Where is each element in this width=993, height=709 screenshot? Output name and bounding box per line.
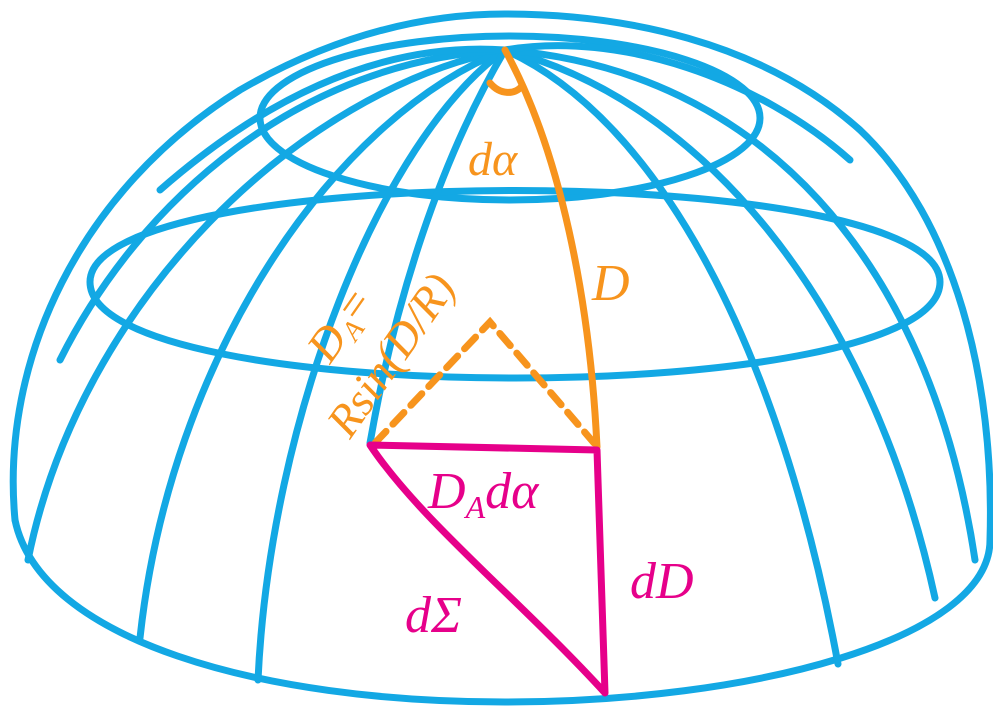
area-element-outline (366, 441, 609, 697)
meridian-9 (156, 45, 509, 194)
latitude-lines (9, 10, 993, 706)
meridian-8 (56, 46, 509, 364)
meridian-2 (136, 46, 509, 642)
labels: dα D Rsin(D/R) DA= DAdα dD dΣ (296, 133, 694, 644)
angle-arc (486, 79, 526, 96)
middle-latitude-ring (86, 187, 944, 382)
meridian-4 (366, 46, 509, 447)
meridian-1 (24, 46, 509, 564)
meridian-3 (254, 46, 509, 684)
meridian-7 (501, 46, 979, 564)
geodesic-D (501, 46, 601, 451)
label-D: D (591, 255, 630, 312)
meridian-5 (501, 46, 842, 668)
DA-dashed-construction (371, 316, 598, 447)
label-dD: dD (630, 553, 694, 610)
base-ring (11, 516, 993, 706)
label-dSigma: dΣ (405, 587, 462, 644)
meridian-10 (501, 42, 854, 164)
meridian-6 (501, 46, 939, 602)
label-DA-dalpha: DAdα (427, 463, 540, 525)
label-d-alpha: dα (468, 133, 518, 186)
magenta-area-element (366, 441, 609, 697)
orange-construction (371, 46, 601, 451)
dome-outline (9, 10, 993, 544)
meridian-lines (24, 42, 979, 684)
